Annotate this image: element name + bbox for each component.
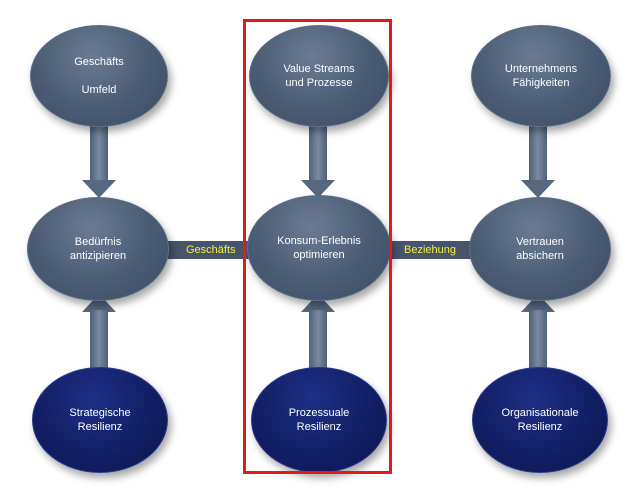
node-label-line2: optimieren <box>293 249 345 261</box>
node-prozessuale-resilienz: Prozessuale Resilienz <box>251 367 387 473</box>
node-label-line2: und Prozesse <box>285 77 353 89</box>
node-value-streams: Value Streams und Prozesse <box>249 25 389 127</box>
connector-bar-left <box>160 241 260 259</box>
node-geschaefts-umfeld: Geschäfts Umfeld <box>30 25 168 127</box>
arrow-down-left <box>82 120 116 198</box>
node-label-line1: Bedürfnis <box>74 236 122 248</box>
connector-bar-right <box>380 241 480 259</box>
node-label-line1: Geschäfts <box>74 56 124 68</box>
node-label-line1: Unternehmens <box>504 63 578 75</box>
node-unternehmens-faehigkeiten: Unternehmens Fähigkeiten <box>471 25 611 127</box>
arrow-down-center <box>301 118 335 198</box>
node-label-line1: Konsum-Erlebnis <box>277 235 361 247</box>
arrow-down-right <box>521 118 555 198</box>
node-label-line1: Vertrauen <box>516 236 564 248</box>
node-strategische-resilienz: Strategische Resilienz <box>32 367 168 473</box>
node-organisationale-resilienz: Organisationale Resilienz <box>472 367 608 473</box>
node-label-line1: Value Streams <box>283 63 355 75</box>
arrow-up-left <box>82 294 116 370</box>
node-label-line2: Umfeld <box>81 84 117 96</box>
node-label-line1: Prozessuale <box>288 407 350 419</box>
arrow-up-right <box>521 294 555 370</box>
node-label-line2: Fähigkeiten <box>512 77 570 89</box>
node-label-line2: Resilienz <box>517 421 563 433</box>
node-label-line1: Strategische <box>69 407 131 419</box>
node-label-line2: antizipieren <box>69 250 127 262</box>
connector-label-right: Beziehung <box>404 244 456 256</box>
connector-label-left: Geschäfts <box>186 244 236 256</box>
node-label-line2: absichern <box>516 250 564 262</box>
node-label-line1: Organisationale <box>501 407 579 419</box>
node-vertrauen-absichern: Vertrauen absichern <box>469 197 611 301</box>
node-label-line2: Resilienz <box>77 421 123 433</box>
node-label-line2: Resilienz <box>296 421 342 433</box>
highlight-frame-center-column <box>243 19 392 474</box>
node-beduerfnis-antizipieren: Bedürfnis antizipieren <box>27 197 169 301</box>
arrow-up-center <box>301 294 335 370</box>
